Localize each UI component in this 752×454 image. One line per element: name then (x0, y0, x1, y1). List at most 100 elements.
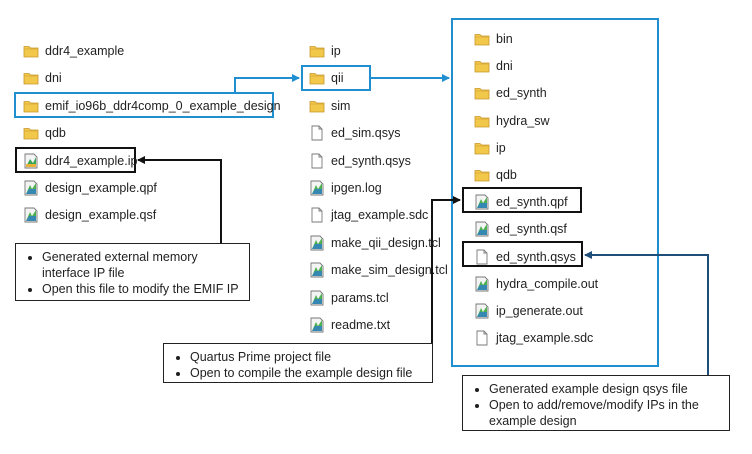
item-label: readme.txt (331, 318, 391, 332)
col2-item[interactable]: sim (309, 95, 350, 117)
file-icon (309, 153, 325, 169)
item-label: design_example.qpf (45, 181, 157, 195)
item-label: ed_synth.qsys (496, 249, 576, 264)
item-label: jtag_example.sdc (331, 208, 429, 223)
col2-item[interactable]: make_sim_design.tcl (309, 259, 448, 281)
quartus-file-icon (309, 317, 325, 333)
qpf-file-highlight (462, 187, 582, 213)
quartus-file-icon (309, 235, 325, 251)
col1-item[interactable]: qdb (23, 122, 66, 144)
item-label: qdb (45, 126, 66, 141)
col3-item[interactable]: dni (474, 55, 513, 77)
col1-item[interactable]: dni (23, 67, 62, 89)
item-label: emif_io96b_ddr4comp_0_example_design (45, 98, 281, 113)
col3-item[interactable]: ed_synth.qsf (474, 218, 567, 240)
col3-item[interactable]: ed_synth.qsys (474, 246, 576, 268)
col3-item[interactable]: qdb (474, 164, 517, 186)
file-icon (309, 125, 325, 141)
item-label: ip (331, 44, 341, 58)
col3-item[interactable]: hydra_compile.out (474, 273, 598, 295)
ip-file-highlight (15, 147, 136, 173)
item-label: design_example.qsf (45, 208, 157, 223)
folder-icon (23, 98, 39, 114)
folder-icon (23, 43, 39, 59)
col1-item[interactable]: emif_io96b_ddr4comp_0_example_design (23, 95, 281, 117)
item-label: make_qii_design.tcl (331, 235, 441, 250)
qpf-file-note: Quartus Prime project file Open to compi… (163, 343, 433, 383)
item-label: hydra_sw (496, 113, 550, 128)
item-label: hydra_compile.out (496, 276, 599, 291)
col1-item[interactable]: design_example.qsf (23, 204, 156, 226)
folder-icon (474, 85, 490, 101)
col3-item[interactable]: ip_generate.out (474, 300, 583, 322)
col2-item[interactable]: make_qii_design.tcl (309, 232, 441, 254)
item-label: jtag_example.sdc (496, 331, 594, 346)
qsys-note-arrow (584, 251, 709, 400)
col2-item[interactable]: ip (309, 40, 341, 62)
qii-folder-highlight (301, 65, 371, 91)
quartus-file-icon (309, 262, 325, 278)
col2-item[interactable]: readme.txt (309, 314, 390, 336)
item-label: qdb (496, 168, 517, 182)
folder-icon (474, 140, 490, 156)
folder-icon (309, 43, 325, 59)
file-icon (309, 207, 325, 223)
emif-folder-highlight (14, 92, 274, 118)
item-label: bin (496, 32, 513, 46)
col3-item[interactable]: bin (474, 28, 513, 50)
item-label: params.tcl (331, 290, 389, 305)
qsys-file-note: Generated example design qsys file Open … (462, 375, 730, 431)
col2-item[interactable]: jtag_example.sdc (309, 204, 428, 226)
item-label: dni (45, 71, 62, 86)
col1-item[interactable]: ddr4_example (23, 40, 124, 62)
col3-item[interactable]: hydra_sw (474, 110, 550, 132)
quartus-file-icon (309, 290, 325, 306)
folder-icon (309, 70, 325, 86)
quartus-file-icon (474, 303, 490, 319)
col2-item[interactable]: ipgen.log (309, 177, 382, 199)
item-label: ed_synth (496, 86, 547, 101)
qii-contents-panel (451, 18, 659, 367)
col3-item[interactable]: ed_synth (474, 82, 547, 104)
file-icon (474, 330, 490, 346)
item-label: ed_synth.qsys (331, 153, 411, 168)
item-label: ddr4_example (45, 44, 125, 58)
qsys-note-line-2: Open to add/remove/modify IPs in the exa… (489, 397, 723, 429)
item-label: ip (496, 140, 506, 155)
col1-item[interactable]: design_example.qpf (23, 177, 157, 199)
col3-item[interactable]: jtag_example.sdc (474, 327, 593, 349)
col3-item[interactable]: ip (474, 137, 506, 159)
col2-item[interactable]: params.tcl (309, 287, 389, 309)
col2-item[interactable]: ed_sim.qsys (309, 122, 400, 144)
item-label: make_sim_design.tcl (331, 263, 448, 278)
folder-icon (309, 98, 325, 114)
qpf-note-line-2: Open to compile the example design file (190, 365, 426, 381)
ip-file-note: Generated external memory interface IP f… (15, 243, 250, 301)
item-label: dni (496, 59, 513, 74)
qpf-note-arrow (431, 196, 461, 343)
folder-icon (23, 125, 39, 141)
item-label: ip_generate.out (496, 304, 583, 318)
folder-icon (474, 58, 490, 74)
file-icon (474, 249, 490, 265)
emif-to-qii-arrow (234, 74, 300, 92)
item-label: ed_sim.qsys (331, 126, 401, 141)
col3-item[interactable]: ed_synth.qpf (474, 191, 568, 213)
item-label: sim (331, 98, 351, 113)
col2-item[interactable]: qii (309, 67, 344, 89)
item-label: ed_synth.qsf (496, 222, 567, 237)
quartus-file-icon (309, 180, 325, 196)
folder-icon (474, 31, 490, 47)
quartus-file-icon (474, 194, 490, 210)
quartus-file-icon (23, 207, 39, 223)
item-label: ddr4_example.ip (45, 153, 138, 168)
quartus-file-icon (23, 180, 39, 196)
item-label: ipgen.log (331, 181, 382, 195)
folder-icon (23, 70, 39, 86)
ip-note-arrow (137, 156, 222, 243)
col2-item[interactable]: ed_synth.qsys (309, 150, 411, 172)
item-label: ed_synth.qpf (496, 195, 568, 210)
col1-item[interactable]: ddr4_example.ip (23, 150, 137, 172)
ip-note-line-2: Open this file to modify the EMIF IP (42, 281, 243, 297)
